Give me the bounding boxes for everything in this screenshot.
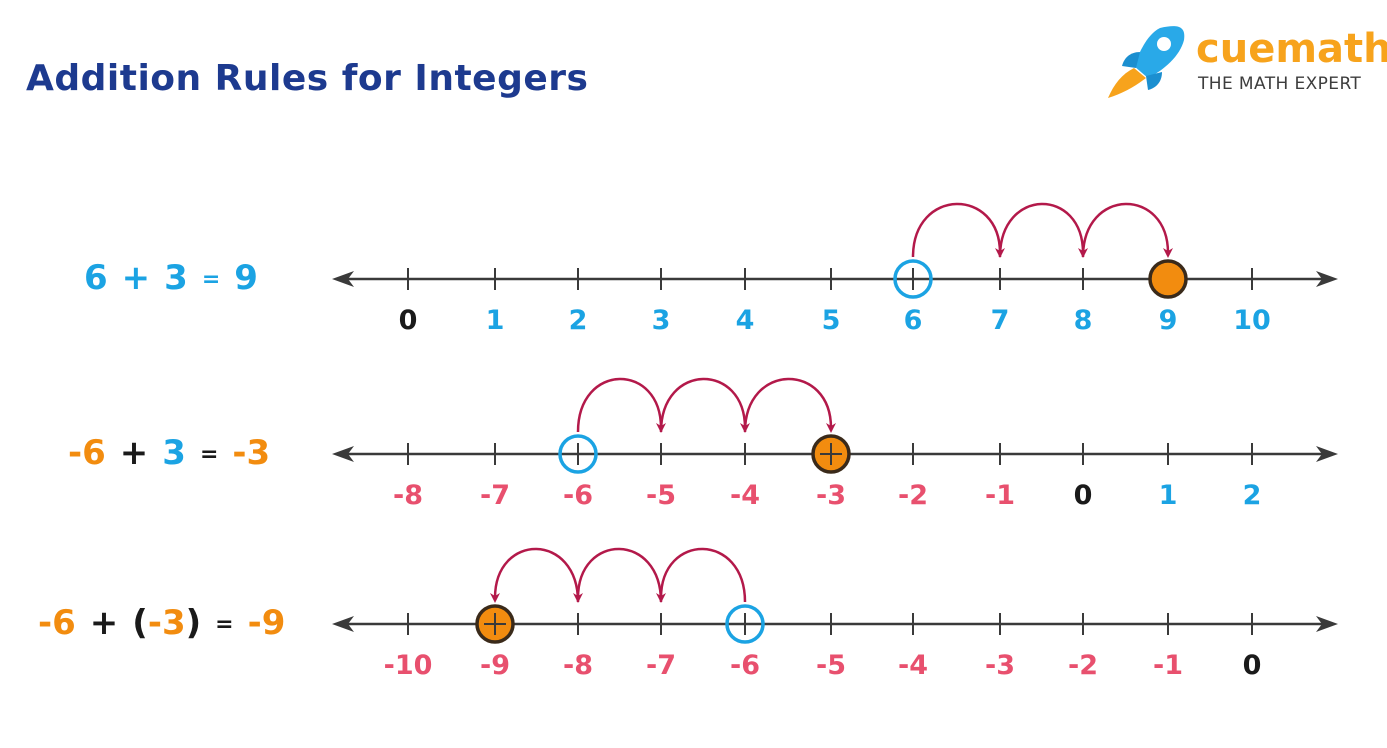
tick-label: -8 [393, 480, 423, 511]
tick-label: -8 [563, 650, 593, 681]
jump-arrow [490, 547, 580, 603]
equation-term: -3 [232, 433, 271, 473]
equation-term: + [89, 603, 119, 643]
tick-label: -1 [1153, 650, 1183, 681]
jump-arrow [573, 547, 663, 603]
cuemath-logo: cuemath THE MATH EXPERT [1100, 22, 1387, 102]
tick-label: 7 [991, 305, 1010, 336]
equation-term: 3 [162, 433, 186, 473]
tick-label: -2 [898, 480, 928, 511]
jump-arrow [656, 547, 747, 603]
start-point-marker [893, 259, 933, 299]
tick-label: -4 [730, 480, 760, 511]
tick-label: -10 [384, 650, 433, 681]
number-line-1: 0 1 2 3 4 5 6 7 8 9 10 [332, 202, 1338, 336]
equation-term: 9 [234, 258, 258, 298]
tick-label: 2 [1243, 480, 1262, 511]
result-point-marker [1148, 259, 1188, 299]
equation-term: 3 [164, 258, 188, 298]
equation-term: -6 [38, 603, 76, 643]
tick-label: -5 [646, 480, 676, 511]
equation-2: -6 +3 = -3 [68, 433, 270, 473]
equation-term: + [119, 433, 149, 473]
tick-label: 0 [399, 305, 418, 336]
tick-label: 10 [1233, 305, 1271, 336]
tick-label: 9 [1159, 305, 1178, 336]
tick-label: 8 [1074, 305, 1093, 336]
equation-term: ( [132, 603, 148, 643]
tick-label: 0 [1243, 650, 1262, 681]
start-point-marker [725, 604, 765, 644]
jump-arrow [743, 377, 836, 433]
start-point-marker [558, 434, 598, 474]
tick-label: 6 [904, 305, 923, 336]
axis-arrow-left [332, 616, 354, 632]
axis-arrow-left [332, 271, 354, 287]
equals-sign: = [215, 612, 234, 637]
equation-3: -6 + (-3) = -9 [38, 603, 285, 643]
equation-1: 6 +3 = 9 [84, 258, 258, 298]
tick-label: -6 [563, 480, 593, 511]
logo-tagline: THE MATH EXPERT [1198, 74, 1362, 94]
tick-label: 2 [569, 305, 588, 336]
axis-arrow-right [1316, 616, 1338, 632]
tick-label: 5 [822, 305, 841, 336]
tick-label: 3 [652, 305, 671, 336]
tick-label: -2 [1068, 650, 1098, 681]
tick-label: 0 [1074, 480, 1093, 511]
tick-label: -9 [480, 650, 510, 681]
tick-label: -1 [985, 480, 1015, 511]
tick-label: 4 [736, 305, 755, 336]
tick-label: 1 [1159, 480, 1178, 511]
tick-label: -4 [898, 650, 928, 681]
equals-sign: = [201, 267, 221, 292]
axis-arrow-left [332, 446, 354, 462]
rocket-icon [1108, 26, 1185, 98]
equation-term: -6 [68, 433, 106, 473]
equation-term: ) [185, 603, 202, 643]
equation-term: -3 [147, 603, 186, 643]
tick-label: -7 [646, 650, 676, 681]
equation-term: -9 [247, 603, 286, 643]
equation-term: 6 [84, 258, 108, 298]
axis-arrow-right [1316, 271, 1338, 287]
tick-label: -5 [816, 650, 846, 681]
page-title: Addition Rules for Integers [26, 58, 589, 99]
number-line-2: -8 -7 -6 -5 -4 -3 -2 -1 0 1 2 [332, 377, 1338, 511]
tick-label: -6 [730, 650, 760, 681]
jump-arrow [1081, 202, 1173, 258]
tick-label: 1 [486, 305, 505, 336]
jump-arrow [659, 377, 750, 433]
equals-sign: = [199, 442, 219, 467]
equation-term: + [121, 258, 151, 298]
jump-arrow [998, 202, 1088, 258]
jump-arrow [576, 377, 666, 433]
tick-label: -3 [816, 480, 846, 511]
tick-label: -7 [480, 480, 510, 511]
axis-arrow-right [1316, 446, 1338, 462]
jump-arrow [911, 202, 1005, 258]
tick-label: -3 [985, 650, 1015, 681]
logo-wordmark: cuemath [1196, 26, 1387, 72]
